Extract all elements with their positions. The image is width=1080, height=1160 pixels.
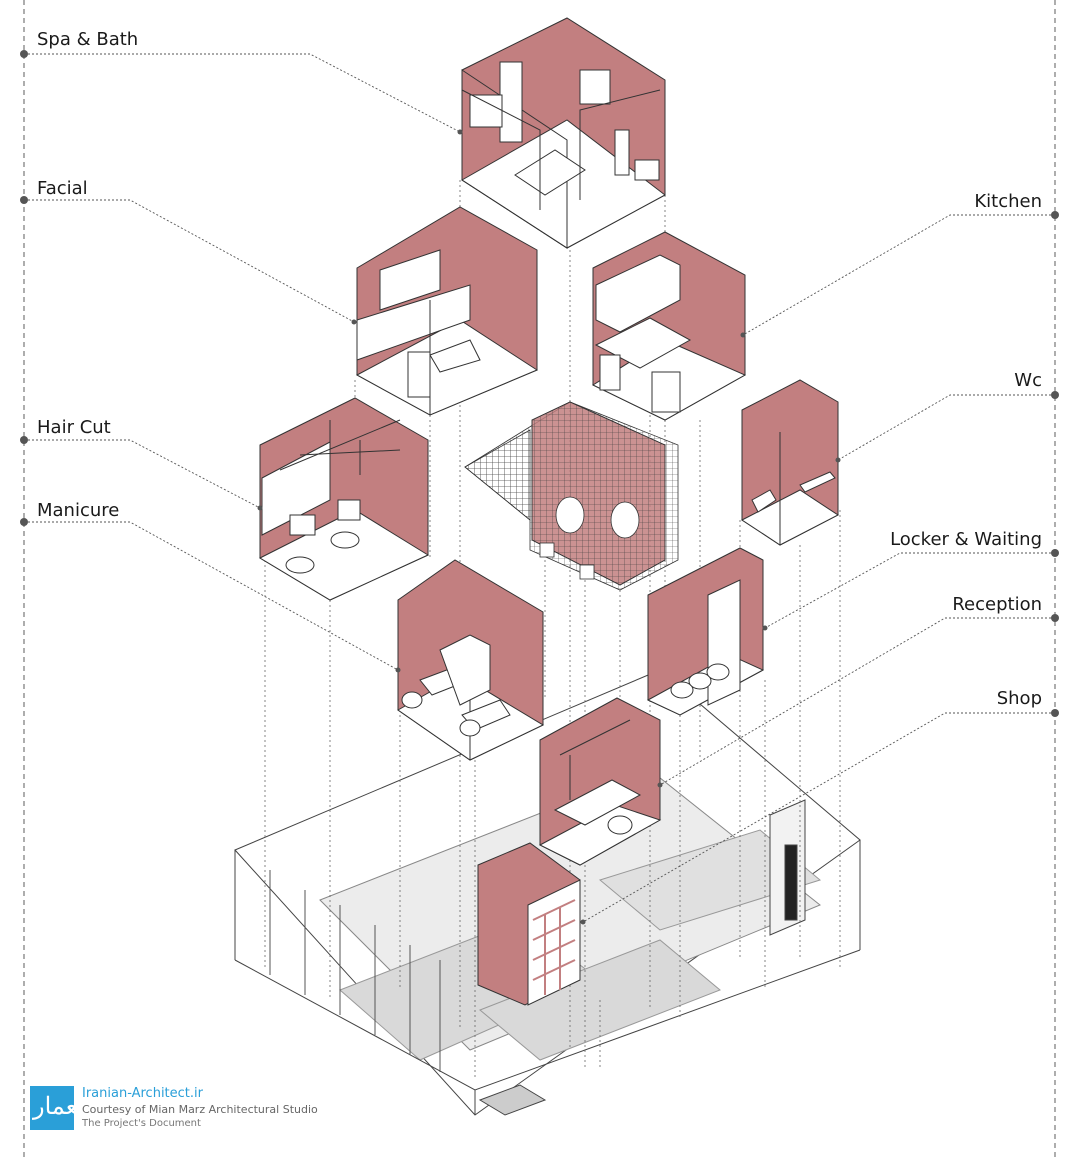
leader-dots bbox=[20, 50, 1059, 925]
watermark-courtesy: Courtesy of Mian Marz Architectural Stud… bbox=[82, 1103, 318, 1116]
label-wc: Wc bbox=[1014, 370, 1042, 391]
room-manicure bbox=[397, 559, 545, 761]
room-kitchen bbox=[591, 231, 747, 421]
room-shop bbox=[477, 842, 581, 1006]
watermark-logo: معمار bbox=[30, 1086, 90, 1130]
room-facial bbox=[355, 206, 539, 416]
room-reception bbox=[538, 697, 662, 866]
label-spa-bath: Spa & Bath bbox=[37, 29, 139, 50]
room-spa-bath bbox=[461, 17, 666, 249]
room-locker-waiting bbox=[646, 547, 765, 716]
room-pedicure-grid bbox=[464, 401, 679, 591]
room-hair-cut bbox=[258, 397, 430, 601]
label-locker-waiting: Locker & Waiting bbox=[890, 529, 1042, 550]
room-wc bbox=[741, 379, 839, 546]
label-reception: Reception bbox=[952, 594, 1042, 615]
label-manicure: Manicure bbox=[37, 500, 120, 521]
label-shop: Shop bbox=[996, 688, 1042, 709]
leader-lines bbox=[24, 53, 1055, 923]
watermark-document: The Project's Document bbox=[82, 1118, 201, 1129]
watermark-site[interactable]: Iranian-Architect.ir bbox=[82, 1086, 203, 1101]
label-facial: Facial bbox=[37, 178, 88, 199]
guide-lines bbox=[23, 0, 1056, 1160]
label-kitchen: Kitchen bbox=[974, 191, 1042, 212]
label-hair-cut: Hair Cut bbox=[37, 417, 111, 438]
